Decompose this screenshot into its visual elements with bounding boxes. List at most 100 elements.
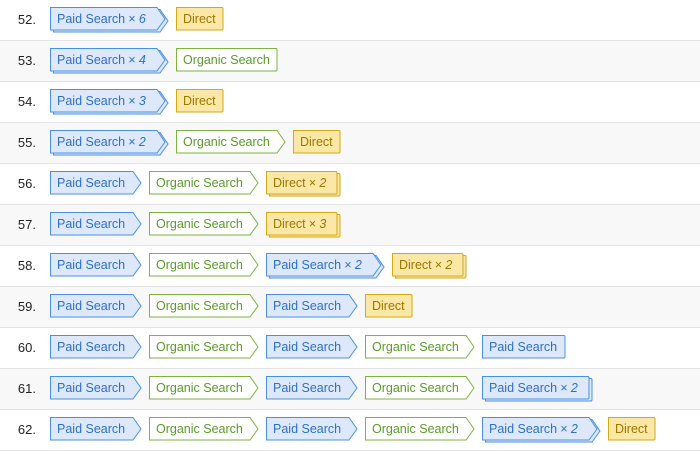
- chip-shape: [149, 376, 259, 400]
- path-row: 57. Paid Search Organic Search Direct× 3: [0, 205, 700, 246]
- chip-shape: [293, 130, 341, 154]
- channel-chip-organic[interactable]: Organic Search: [149, 253, 259, 277]
- path-steps: Paid Search Organic Search Paid Search Orga…: [50, 417, 663, 443]
- channel-chip-paid[interactable]: Paid Search: [482, 335, 566, 359]
- channel-chip-paid[interactable]: Paid Search: [50, 212, 142, 236]
- row-number: 54.: [17, 94, 36, 109]
- row-number: 60.: [17, 340, 36, 355]
- chip-shape: [266, 253, 385, 279]
- path-steps: Paid Search Organic Search Paid Search Orga…: [50, 335, 573, 359]
- row-number: 57.: [17, 217, 36, 232]
- channel-chip-organic[interactable]: Organic Search: [176, 48, 278, 72]
- chip-shape: [176, 7, 224, 31]
- channel-chip-direct[interactable]: Direct× 3: [266, 212, 341, 238]
- channel-chip-paid[interactable]: Paid Search: [50, 376, 142, 400]
- chip-shape: [50, 48, 169, 74]
- channel-chip-direct[interactable]: Direct: [176, 7, 224, 31]
- chip-shape: [50, 171, 142, 195]
- path-steps: Paid Search Organic Search Direct× 3: [50, 212, 348, 238]
- channel-chip-direct[interactable]: Direct: [365, 294, 413, 318]
- path-steps: Paid Search Organic Search Direct× 2: [50, 171, 348, 197]
- chip-shape: [50, 89, 169, 115]
- chip-shape: [176, 89, 224, 113]
- path-steps: Paid Search Organic Search Paid Search Dire…: [50, 294, 420, 318]
- channel-chip-direct[interactable]: Direct× 2: [266, 171, 341, 197]
- channel-chip-organic[interactable]: Organic Search: [365, 417, 475, 441]
- channel-chip-paid[interactable]: Paid Search: [266, 335, 358, 359]
- channel-chip-paid[interactable]: Paid Search: [266, 376, 358, 400]
- path-steps: Paid Search× 3 Direct: [50, 89, 231, 115]
- channel-chip-organic[interactable]: Organic Search: [365, 376, 475, 400]
- chip-shape: [50, 130, 169, 156]
- path-steps: Paid Search× 4 Organic Search: [50, 48, 285, 74]
- channel-chip-paid[interactable]: Paid Search× 2: [50, 130, 169, 156]
- channel-chip-organic[interactable]: Organic Search: [176, 130, 286, 154]
- channel-chip-paid[interactable]: Paid Search× 6: [50, 7, 169, 33]
- channel-chip-paid[interactable]: Paid Search× 2: [482, 376, 593, 402]
- channel-chip-organic[interactable]: Organic Search: [149, 294, 259, 318]
- chip-shape: [176, 48, 278, 72]
- channel-chip-paid[interactable]: Paid Search× 2: [482, 417, 601, 443]
- path-row: 55. Paid Search× 2 Organic Search Direct: [0, 123, 700, 164]
- channel-chip-paid[interactable]: Paid Search× 4: [50, 48, 169, 74]
- channel-chip-paid[interactable]: Paid Search: [50, 335, 142, 359]
- channel-chip-paid[interactable]: Paid Search: [50, 171, 142, 195]
- chip-shape: [149, 335, 259, 359]
- path-steps: Paid Search× 6 Direct: [50, 7, 231, 33]
- path-row: 61. Paid Search Organic Search Paid Search O…: [0, 369, 700, 410]
- chip-shape: [365, 376, 475, 400]
- chip-shape: [149, 253, 259, 277]
- channel-chip-organic[interactable]: Organic Search: [149, 171, 259, 195]
- row-number: 53.: [17, 53, 36, 68]
- channel-chip-paid[interactable]: Paid Search: [50, 253, 142, 277]
- chip-shape: [149, 171, 259, 195]
- chip-shape: [482, 335, 566, 359]
- chip-shape: [365, 294, 413, 318]
- row-number: 52.: [17, 12, 36, 27]
- chip-shape: [365, 417, 475, 441]
- channel-chip-direct[interactable]: Direct: [176, 89, 224, 113]
- path-row: 53. Paid Search× 4 Organic Search: [0, 41, 700, 82]
- channel-chip-organic[interactable]: Organic Search: [149, 376, 259, 400]
- path-row: 52. Paid Search× 6 Direct: [0, 0, 700, 41]
- path-row: 56. Paid Search Organic Search Direct× 2: [0, 164, 700, 205]
- path-steps: Paid Search Organic Search Paid Search× 2 D…: [50, 253, 474, 279]
- channel-chip-paid[interactable]: Paid Search× 3: [50, 89, 169, 115]
- chip-shape: [176, 130, 286, 154]
- channel-chip-paid[interactable]: Paid Search: [266, 417, 358, 441]
- chip-shape: [266, 417, 358, 441]
- path-steps: Paid Search Organic Search Paid Search Orga…: [50, 376, 600, 402]
- row-number: 55.: [17, 135, 36, 150]
- channel-chip-direct[interactable]: Direct: [608, 417, 656, 441]
- chip-shape: [266, 335, 358, 359]
- chip-shape: [149, 417, 259, 441]
- channel-chip-organic[interactable]: Organic Search: [149, 417, 259, 441]
- path-row: 54. Paid Search× 3 Direct: [0, 82, 700, 123]
- channel-chip-organic[interactable]: Organic Search: [149, 212, 259, 236]
- chip-shape: [50, 294, 142, 318]
- chip-shape: [266, 294, 358, 318]
- channel-chip-direct[interactable]: Direct× 2: [392, 253, 467, 279]
- chip-shape: [50, 7, 169, 33]
- channel-chip-organic[interactable]: Organic Search: [365, 335, 475, 359]
- row-number: 58.: [17, 258, 36, 273]
- path-steps: Paid Search× 2 Organic Search Direct: [50, 130, 348, 156]
- chip-shape: [149, 212, 259, 236]
- chip-shape: [50, 253, 142, 277]
- chip-shape: [266, 376, 358, 400]
- channel-chip-paid[interactable]: Paid Search: [50, 417, 142, 441]
- channel-chip-paid[interactable]: Paid Search: [50, 294, 142, 318]
- channel-chip-paid[interactable]: Paid Search× 2: [266, 253, 385, 279]
- row-number: 61.: [17, 381, 36, 396]
- chip-shape: [149, 294, 259, 318]
- chip-shape: [266, 171, 341, 197]
- chip-shape: [365, 335, 475, 359]
- path-row: 58. Paid Search Organic Search Paid Search×…: [0, 246, 700, 287]
- channel-chip-organic[interactable]: Organic Search: [149, 335, 259, 359]
- row-number: 56.: [17, 176, 36, 191]
- channel-chip-direct[interactable]: Direct: [293, 130, 341, 154]
- chip-shape: [482, 417, 601, 443]
- channel-chip-paid[interactable]: Paid Search: [266, 294, 358, 318]
